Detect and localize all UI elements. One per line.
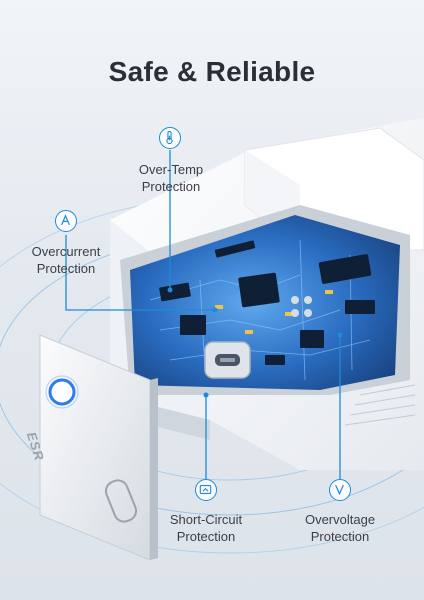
charger-body [110, 118, 424, 470]
thermometer-icon [159, 127, 181, 149]
usb-c-port [204, 341, 251, 379]
short-circuit-label: Short-Circuit Protection [169, 512, 243, 544]
short-circuit-icon [195, 479, 217, 501]
page-title: Safe & Reliable [108, 56, 316, 87]
letter-a-icon [55, 210, 77, 232]
detached-plate [39, 334, 158, 561]
overvoltage-label: Overvoltage Protection [304, 512, 376, 544]
callout-lines [65, 150, 341, 480]
over-temp-label: Over-Temp Protection [138, 162, 204, 194]
overcurrent-label: Overcurrent Protection [31, 244, 101, 276]
letter-v-icon [329, 479, 351, 501]
